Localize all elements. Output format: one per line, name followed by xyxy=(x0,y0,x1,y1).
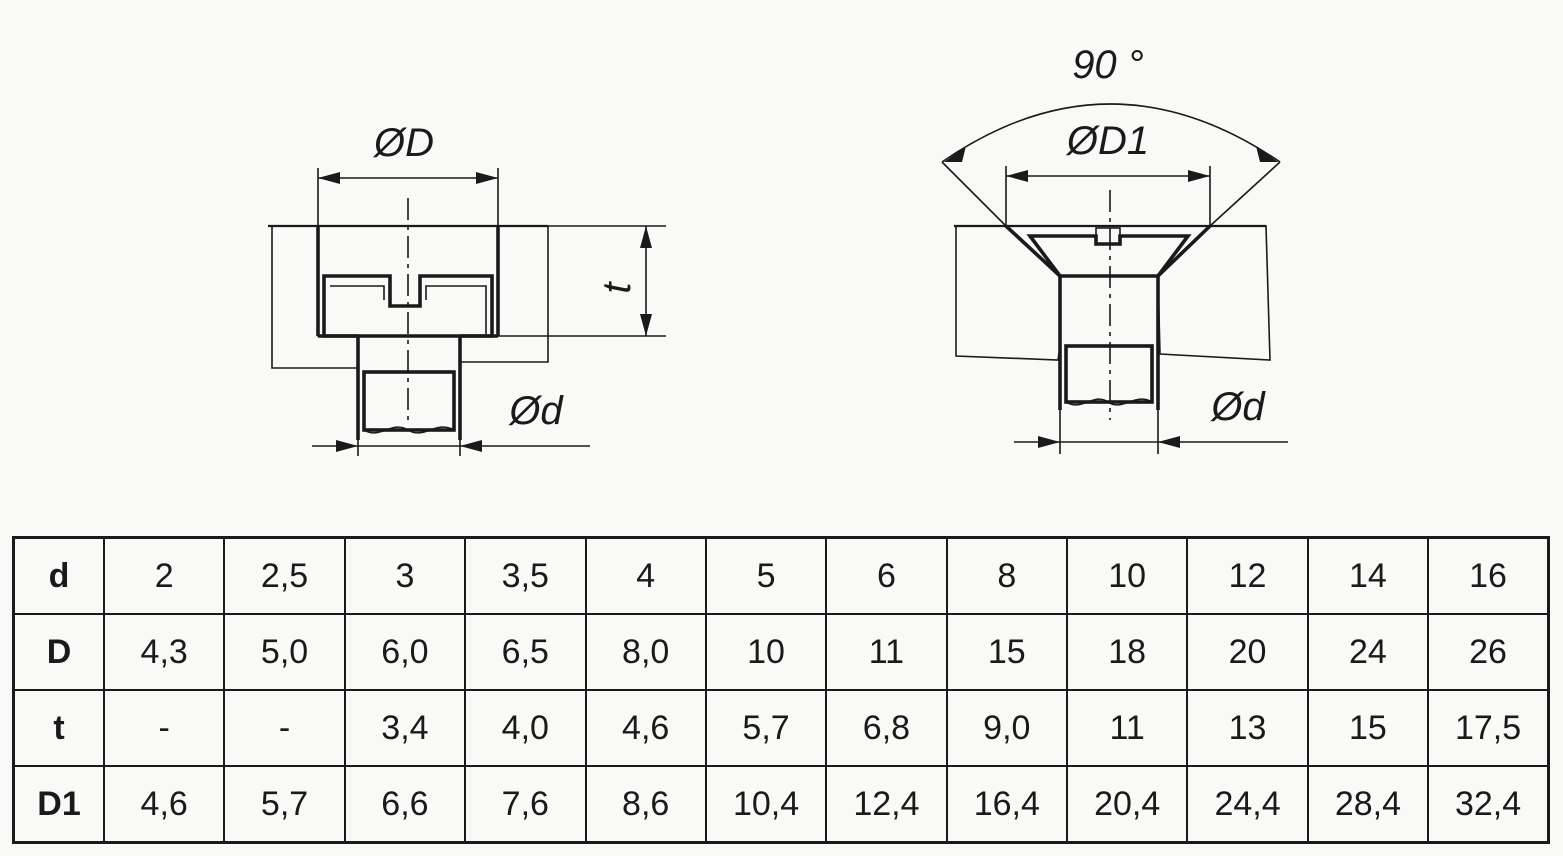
row-header: d xyxy=(12,536,105,615)
table-cell: 3 xyxy=(343,536,467,615)
table-cell: 4,6 xyxy=(584,689,707,767)
table-cell: 24 xyxy=(1306,613,1430,691)
dim-label-t: t xyxy=(595,281,639,294)
material-hatch-right-cs xyxy=(1157,225,1271,361)
table-cell: 9,0 xyxy=(945,689,1069,767)
table-cell: 8,6 xyxy=(584,765,707,844)
screw-head xyxy=(322,274,494,338)
technical-drawing: ØD t Ød xyxy=(268,43,1288,456)
table-cell: 20 xyxy=(1186,613,1309,691)
table-cell: 3,4 xyxy=(343,689,467,767)
dim-label-D1: ØD1 xyxy=(1065,119,1149,163)
table-cell: 2 xyxy=(102,536,226,615)
table-cell: 10 xyxy=(1065,536,1189,615)
table-cell: 4,0 xyxy=(464,689,587,767)
row-header: t xyxy=(12,689,105,767)
table-cell: 7,6 xyxy=(464,765,587,844)
countersunk-screw-head xyxy=(1026,234,1192,278)
material-hatch-left xyxy=(271,225,359,369)
counterbore-view: ØD t Ød xyxy=(268,121,666,456)
table-cell: 11 xyxy=(825,613,948,691)
table-cell: 12,4 xyxy=(825,765,948,844)
table-cell: 6,5 xyxy=(464,613,587,691)
table-cell: 16,4 xyxy=(945,765,1069,844)
table-cell: 5,0 xyxy=(223,613,346,691)
countersink-view: 90 ° ØD1 Ød xyxy=(941,43,1288,454)
table-cell: 10,4 xyxy=(704,765,828,844)
dim-label-d-right: Ød xyxy=(1209,385,1266,429)
table-cell: 28,4 xyxy=(1306,765,1430,844)
table-cell: 17,5 xyxy=(1427,689,1550,767)
table-cell: 14 xyxy=(1306,536,1430,615)
dim-label-D: ØD xyxy=(372,121,434,165)
table-cell: 6 xyxy=(825,536,948,615)
table-cell: 15 xyxy=(945,613,1069,691)
table-cell: - xyxy=(102,689,226,767)
table-cell: 4,3 xyxy=(102,613,226,691)
table-cell: 10 xyxy=(704,613,828,691)
table-cell: 32,4 xyxy=(1427,765,1550,844)
row-header: D1 xyxy=(12,765,105,844)
table-cell: 3,5 xyxy=(464,536,587,615)
table-cell: 24,4 xyxy=(1186,765,1309,844)
dim-label-d-left: Ød xyxy=(507,389,564,433)
table-cell: 6,0 xyxy=(343,613,467,691)
table-cell: 18 xyxy=(1065,613,1189,691)
table-cell: 5,7 xyxy=(704,689,828,767)
material-hatch-right xyxy=(459,225,549,363)
table-cell: 20,4 xyxy=(1065,765,1189,844)
table-cell: 5 xyxy=(704,536,828,615)
table-cell: 4 xyxy=(584,536,707,615)
row-header: D xyxy=(12,613,105,691)
table-cell: 6,8 xyxy=(825,689,948,767)
table-cell: 26 xyxy=(1427,613,1550,691)
material-hatch-left-cs xyxy=(955,225,1061,361)
table-cell: 13 xyxy=(1186,689,1309,767)
table-cell: - xyxy=(223,689,346,767)
table-cell: 2,5 xyxy=(223,536,346,615)
table-cell: 4,6 xyxy=(102,765,226,844)
table-cell: 6,6 xyxy=(343,765,467,844)
table-cell: 8,0 xyxy=(584,613,707,691)
table-cell: 15 xyxy=(1306,689,1430,767)
table-cell: 5,7 xyxy=(223,765,346,844)
table-cell: 8 xyxy=(945,536,1069,615)
table-cell: 16 xyxy=(1427,536,1550,615)
table-cell: 11 xyxy=(1065,689,1189,767)
table-cell: 12 xyxy=(1186,536,1309,615)
dim-label-angle: 90 ° xyxy=(1072,43,1144,87)
